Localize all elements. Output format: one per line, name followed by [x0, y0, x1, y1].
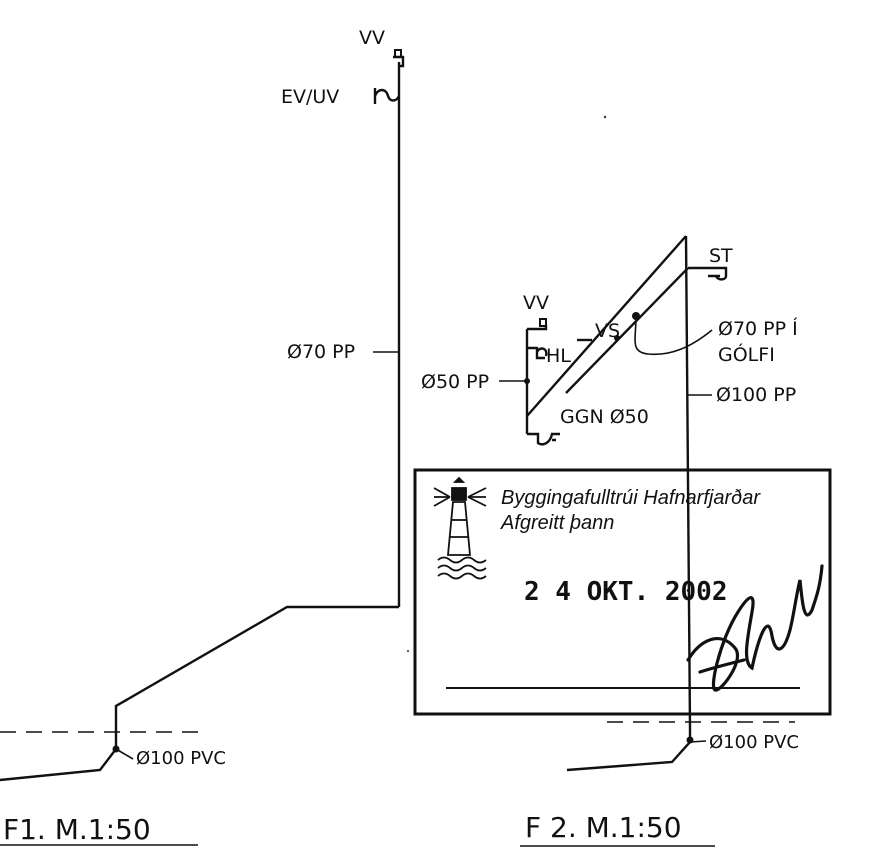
- fig2-vv-label: VV: [523, 292, 549, 314]
- fig2-upper-diagonal: [526, 235, 687, 417]
- fig1-riser-label: Ø70 PP: [287, 341, 355, 363]
- fig2-ggn-trap: [527, 432, 560, 446]
- fig2-floor-pipe-label-2: GÓLFI: [718, 342, 775, 366]
- fig2-hl-label: HL: [546, 345, 571, 367]
- fig1-trap-fitting: [373, 88, 401, 104]
- fig2-lower-diagonal: [565, 267, 689, 394]
- fig1-vv-label: VV: [359, 27, 385, 49]
- fig2-main-riser-label: Ø100 PP: [716, 384, 796, 406]
- fig2-floor-leader: [634, 315, 713, 356]
- fig2-floor-pipe-label-1: Ø70 PP Í: [718, 317, 798, 340]
- fig2-title: F 2. M.1:50: [525, 811, 682, 844]
- lighthouse-icon: [433, 476, 487, 580]
- fig2-st-fitting: [688, 266, 728, 281]
- fig2-st-label: ST: [709, 245, 733, 267]
- fig1-title: F1. M.1:50: [3, 813, 151, 846]
- fig2-sewer-label: Ø100 PVC: [709, 732, 799, 753]
- stamp-approved-text: Afgreitt þann: [500, 512, 614, 534]
- stamp-date: 2 4 OKT. 2002: [524, 577, 728, 607]
- fig1-diagram: [0, 49, 405, 782]
- fig1-ev-uv-label: EV/UV: [281, 86, 339, 108]
- fig2-ggn-label: GGN Ø50: [560, 406, 649, 428]
- fig2-diagram: [499, 235, 795, 772]
- approval-stamp: Byggingafulltrúi Hafnarfjarðar Afgreitt …: [413, 468, 832, 716]
- stamp-frame: [413, 468, 832, 716]
- fig2-hl-trap: [527, 346, 548, 360]
- fig2-vent-cap: [539, 318, 547, 327]
- fig2-main-riser: [684, 235, 692, 729]
- fig2-drain-pipe: [566, 728, 692, 772]
- fig2-left-riser-label: Ø50 PP: [421, 371, 489, 393]
- fig1-drain-pipe: [0, 605, 399, 782]
- stamp-authority-text: Byggingafulltrúi Hafnarfjarðar: [501, 487, 761, 509]
- fig1-sewer-label: Ø100 PVC: [136, 748, 226, 769]
- signature-mark: [686, 564, 824, 692]
- fig2-vs-label: VS: [595, 320, 620, 342]
